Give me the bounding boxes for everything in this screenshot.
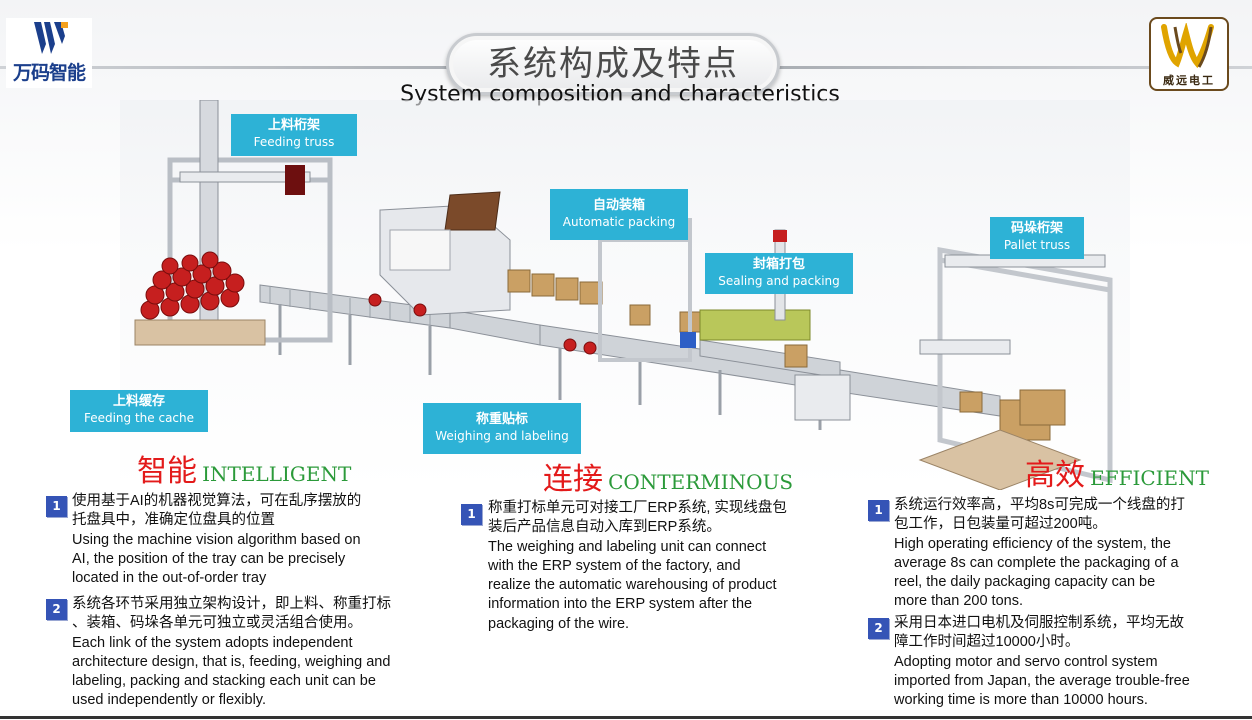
text-line: imported from Japan, the average trouble… bbox=[894, 672, 1190, 689]
callout-feeding-truss-cn: 上料桁架 bbox=[267, 118, 320, 133]
text-line: labeling, packing and stacking each unit… bbox=[72, 673, 376, 690]
wanma-logo-text: 万码智能 bbox=[12, 62, 86, 84]
conterminous-item-1-text: 称重打标单元可对接工厂ERP系统, 实现线盘包 装后产品信息自动入库到ERP系统… bbox=[488, 499, 828, 634]
text-line: 、装箱、码垛各单元可独立或灵活组合使用。 bbox=[72, 615, 362, 632]
section-intelligent-cn: 智能 bbox=[137, 454, 197, 489]
text-line: 系统各环节采用独立架构设计，即上料、称重打标 bbox=[72, 596, 391, 612]
weiyuan-logo: 威远电工 bbox=[1149, 17, 1229, 91]
callout-automatic-packing-cn: 自动装箱 bbox=[592, 198, 645, 213]
wanma-logo: 万码智能 bbox=[6, 18, 92, 88]
item-number-badge: 1 bbox=[868, 500, 889, 521]
item-number-badge: 2 bbox=[868, 618, 889, 639]
text-line: High operating efficiency of the system,… bbox=[894, 535, 1171, 552]
text-line: Each link of the system adopts independe… bbox=[72, 634, 353, 651]
text-line: 采用日本进口电机及伺服控制系统，平均无故 bbox=[894, 615, 1184, 631]
text-line: AI, the position of the tray can be prec… bbox=[72, 550, 346, 567]
section-intelligent-en: INTELLIGENT bbox=[202, 462, 352, 486]
callout-feeding-cache-cn: 上料缓存 bbox=[112, 394, 165, 409]
reel-stack bbox=[134, 251, 266, 346]
packing-housing bbox=[379, 191, 511, 316]
text-line: 包工作，日包装量可超过200吨。 bbox=[894, 516, 1107, 533]
callout-feeding-cache: 上料缓存 Feeding the cache bbox=[70, 390, 208, 432]
section-intelligent-heading: 智能 INTELLIGENT bbox=[137, 446, 351, 490]
text-line: 装后产品信息自动入库到ERP系统。 bbox=[488, 519, 721, 536]
section-conterminous-cn: 连接 bbox=[543, 462, 603, 497]
section-efficient-cn: 高效 bbox=[1025, 458, 1085, 493]
callout-pallet-truss-cn: 码垛桁架 bbox=[1010, 221, 1063, 236]
text-line: Adopting motor and servo control system bbox=[894, 653, 1158, 670]
callout-automatic-packing-en: Automatic packing bbox=[562, 215, 676, 229]
text-line: realize the automatic warehousing of pro… bbox=[488, 577, 777, 594]
item-number-badge: 1 bbox=[46, 496, 67, 517]
section-conterminous-en: CONTERMINOUS bbox=[608, 470, 794, 494]
callout-sealing-packing-cn: 封箱打包 bbox=[752, 257, 805, 272]
text-line: reel, the daily packaging capacity can b… bbox=[894, 574, 1156, 591]
callout-pallet-truss-en: Pallet truss bbox=[1003, 238, 1071, 252]
callout-feeding-truss-en: Feeding truss bbox=[253, 135, 335, 149]
intelligent-item-1-text: 使用基于AI的机器视觉算法，可在乱序摆放的 托盘具中，准确定位盘具的位置 Usi… bbox=[72, 492, 432, 588]
callout-pallet-truss: 码垛桁架 Pallet truss bbox=[990, 217, 1084, 259]
cardboard-boxes bbox=[507, 269, 983, 413]
w-mark-icon bbox=[34, 22, 68, 54]
text-line: architecture design, that is, feeding, w… bbox=[72, 653, 391, 670]
callout-weighing-labeling-cn: 称重贴标 bbox=[475, 412, 528, 427]
callout-weighing-labeling-en: Weighing and labeling bbox=[435, 429, 569, 443]
wy-emblem-icon bbox=[1161, 23, 1214, 69]
text-line: 系统运行效率高，平均8s可完成一个线盘的打 bbox=[894, 497, 1185, 513]
weiyuan-logo-text: 威远电工 bbox=[1163, 74, 1215, 87]
title-badge bbox=[446, 33, 780, 95]
item-number-badge: 1 bbox=[461, 504, 482, 525]
text-line: with the ERP system of the factory, and bbox=[488, 557, 741, 574]
text-line: working time is more than 10000 hours. bbox=[894, 692, 1148, 709]
text-line: 使用基于AI的机器视觉算法，可在乱序摆放的 bbox=[72, 493, 362, 509]
page-title-cn: 系统构成及特点 bbox=[487, 44, 739, 84]
callout-automatic-packing: 自动装箱 Automatic packing bbox=[550, 189, 688, 240]
callout-feeding-cache-en: Feeding the cache bbox=[83, 411, 195, 425]
text-line: 托盘具中，准确定位盘具的位置 bbox=[72, 512, 275, 529]
efficient-item-2-text: 采用日本进口电机及伺服控制系统，平均无故 障工作时间超过10000小时。 Ado… bbox=[894, 614, 1244, 710]
text-line: information into the ERP system after th… bbox=[488, 596, 753, 613]
text-line: average 8s can complete the packaging of… bbox=[894, 554, 1179, 571]
text-line: more than 200 tons. bbox=[894, 593, 1023, 610]
text-line: used independently or flexibly. bbox=[72, 692, 266, 709]
callout-feeding-truss: 上料桁架 Feeding truss bbox=[231, 114, 357, 156]
section-efficient-en: EFFICIENT bbox=[1090, 466, 1209, 490]
section-conterminous-heading: 连接 CONTERMINOUS bbox=[543, 454, 793, 498]
text-line: located in the out-of-order tray bbox=[72, 570, 267, 587]
callout-sealing-packing: 封箱打包 Sealing and packing bbox=[705, 253, 853, 294]
text-line: The weighing and labeling unit can conne… bbox=[488, 538, 767, 555]
item-number-badge: 2 bbox=[46, 599, 67, 620]
footer-rule bbox=[0, 716, 1252, 719]
text-line: packaging of the wire. bbox=[488, 615, 630, 632]
callout-weighing-labeling: 称重贴标 Weighing and labeling bbox=[423, 403, 581, 454]
section-efficient-heading: 高效 EFFICIENT bbox=[1025, 450, 1209, 494]
packaging-line-illustration bbox=[120, 100, 1130, 490]
intelligent-item-2-text: 系统各环节采用独立架构设计，即上料、称重打标 、装箱、码垛各单元可独立或灵活组合… bbox=[72, 595, 442, 711]
efficient-item-1-text: 系统运行效率高，平均8s可完成一个线盘的打 包工作，日包装量可超过200吨。 H… bbox=[894, 496, 1239, 612]
text-line: 称重打标单元可对接工厂ERP系统, 实现线盘包 bbox=[488, 500, 787, 516]
text-line: Using the machine vision algorithm based… bbox=[72, 531, 361, 548]
text-line: 障工作时间超过10000小时。 bbox=[894, 634, 1080, 651]
callout-sealing-packing-en: Sealing and packing bbox=[718, 274, 840, 288]
